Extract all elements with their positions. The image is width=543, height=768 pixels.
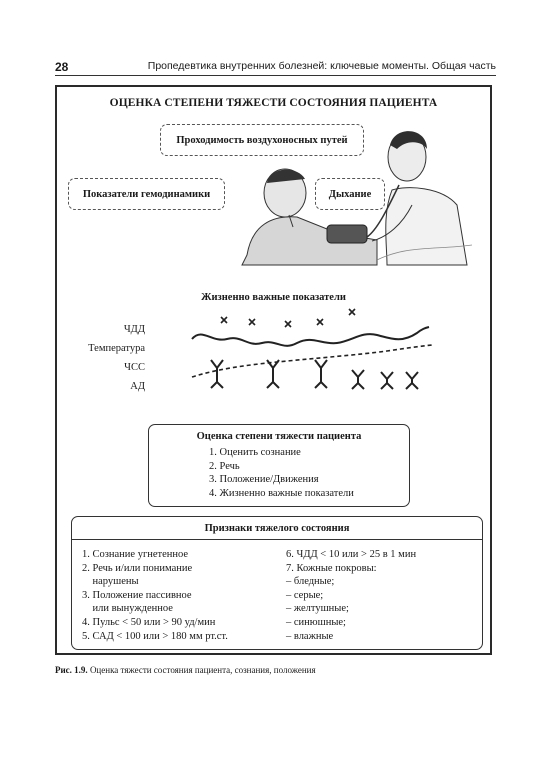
- caption-text: Оценка тяжести состояния пациента, созна…: [87, 665, 316, 675]
- pulse-curve: [191, 344, 433, 378]
- sign-item: 4. Пульс < 50 или > 90 уд/мин: [82, 616, 216, 628]
- severe-signs-rule: [72, 539, 482, 540]
- severe-signs-left: 1. Сознание угнетенное 2. Речь и/или пон…: [82, 548, 228, 643]
- figure-frame: ОЦЕНКА СТЕПЕНИ ТЯЖЕСТИ СОСТОЯНИЯ ПАЦИЕНТ…: [55, 85, 492, 655]
- severe-signs-title: Признаки тяжелого состояния: [204, 523, 350, 534]
- vitals-curves: [191, 308, 433, 390]
- vital-label-hr: ЧСС: [124, 362, 145, 373]
- page-number: 28: [55, 60, 69, 74]
- assessment-item: 2. Речь: [209, 460, 240, 472]
- sign-item: – серые;: [286, 589, 324, 601]
- assessment-item: 3. Положение/Движения: [209, 474, 319, 485]
- vital-label-rr: ЧДД: [123, 324, 145, 335]
- doctor-patient-illustration: [241, 131, 473, 266]
- assessment-list: 1. Оценить сознание 2. Речь 3. Положение…: [209, 446, 354, 500]
- airway-bubble: Проходимость воздухоносных путей: [160, 124, 364, 156]
- hemodynamics-bubble: Показатели гемодинамики: [68, 178, 225, 210]
- sign-item: – бледные;: [286, 576, 335, 588]
- caption-label: Рис. 1.9.: [55, 665, 88, 675]
- assessment-item: 1. Оценить сознание: [209, 447, 301, 458]
- sign-item: – желтушные;: [286, 603, 349, 615]
- sign-item: 7. Кожные покровы:: [286, 562, 377, 574]
- sign-item: 2. Речь и/или понимание: [82, 562, 193, 574]
- sign-item: – влажные: [286, 630, 334, 642]
- sign-item: 6. ЧДД < 10 или > 25 в 1 мин: [286, 549, 417, 560]
- sign-item: 5. САД < 100 или > 180 мм рт.ст.: [82, 630, 228, 642]
- severe-signs-box: Признаки тяжелого состояния 1. Сознание …: [71, 516, 483, 650]
- assessment-title: Оценка степени тяжести пациента: [196, 431, 362, 442]
- bp-marks: [210, 359, 419, 390]
- temperature-curve: [191, 326, 430, 347]
- sign-item: 1. Сознание угнетенное: [82, 549, 189, 560]
- figure-title: ОЦЕНКА СТЕПЕНИ ТЯЖЕСТИ СОСТОЯНИЯ ПАЦИЕНТ…: [109, 97, 438, 109]
- breathing-bubble: Дыхание: [315, 178, 385, 210]
- figure-caption: Рис. 1.9. Оценка тяжести состояния пацие…: [55, 665, 316, 675]
- running-header: Пропедевтика внутренних болезней: ключев…: [147, 60, 496, 72]
- assessment-box: Оценка степени тяжести пациента 1. Оцени…: [148, 424, 410, 507]
- severe-signs-right: 6. ЧДД < 10 или > 25 в 1 мин 7. Кожные п…: [286, 548, 416, 643]
- vital-label-bp: АД: [130, 381, 145, 392]
- assessment-item: 4. Жизненно важные показатели: [209, 487, 354, 499]
- sign-item: 3. Положение пассивное: [82, 589, 192, 601]
- sign-item: нарушены: [82, 576, 139, 588]
- sign-item: – синюшные;: [286, 616, 346, 628]
- vital-label-temperature: Температура: [88, 343, 145, 354]
- sign-item: или вынужденное: [82, 603, 173, 615]
- respiration-marks: [220, 308, 356, 328]
- vitals-title: Жизненно важные показатели: [201, 292, 346, 303]
- header-rule: [55, 75, 496, 76]
